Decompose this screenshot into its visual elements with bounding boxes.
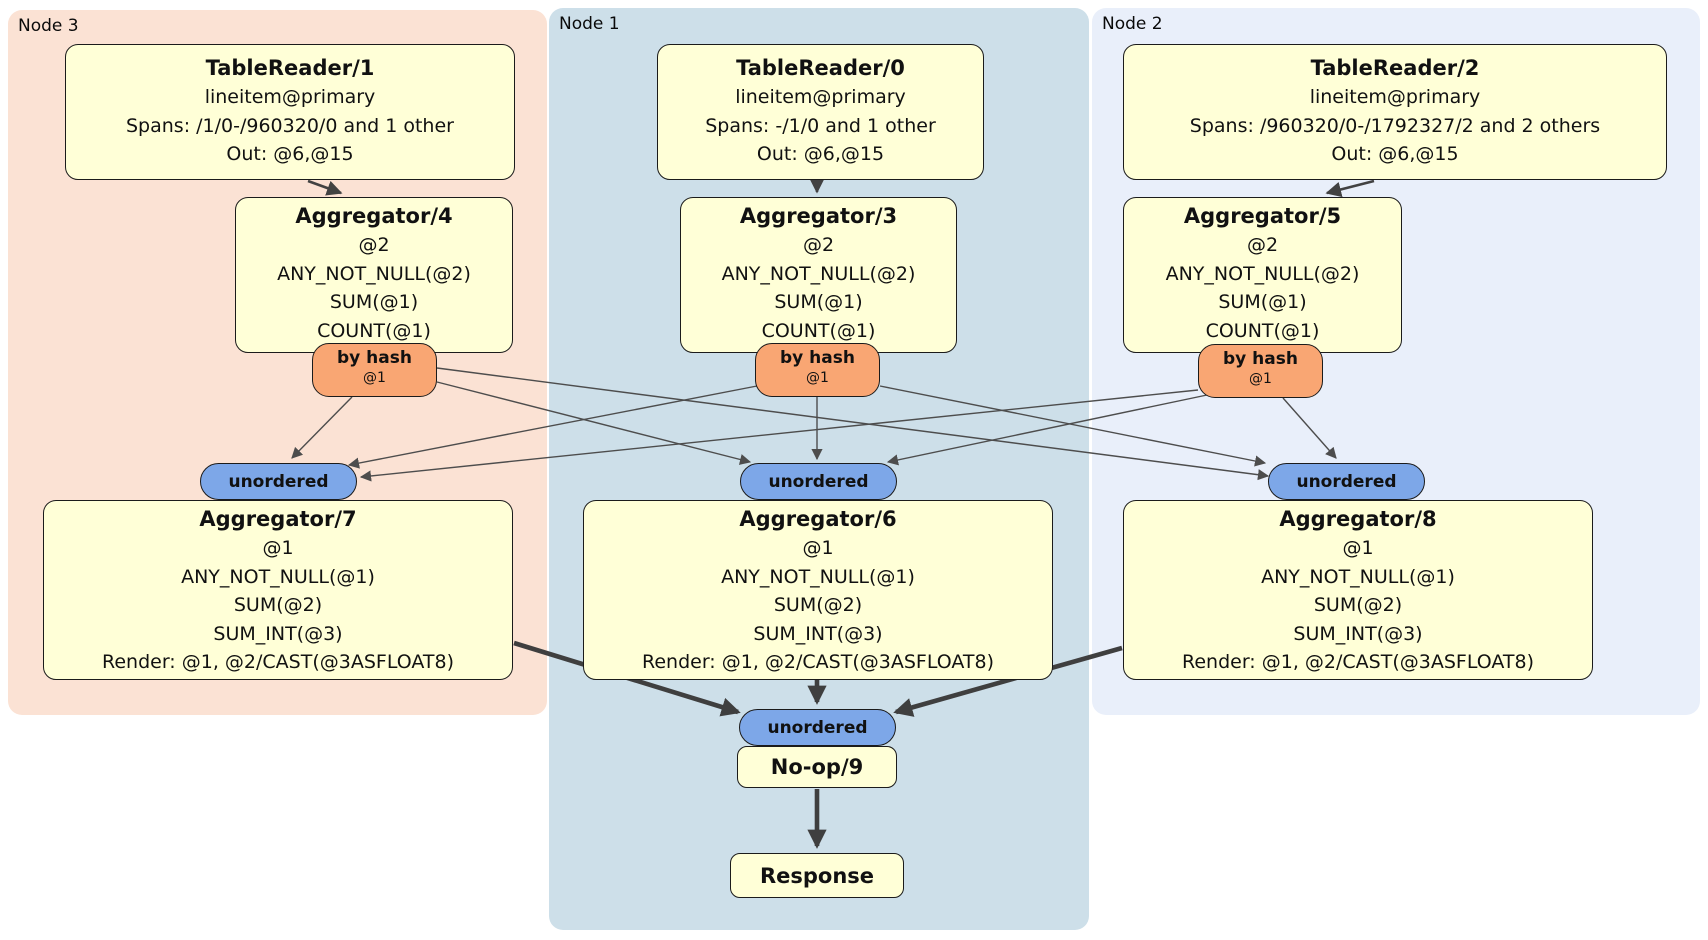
- edge-hash5-sync6: [886, 394, 1208, 466]
- edge-hash3-sync8: [879, 385, 1267, 467]
- by-hash-label: by hash: [1223, 349, 1298, 369]
- box-line: ANY_NOT_NULL(@2): [277, 262, 471, 285]
- tablereader-2-box: TableReader/2 lineitem@primary Spans: /9…: [1123, 44, 1667, 180]
- box-line: SUM(@1): [1218, 291, 1307, 313]
- aggregator-5-title: Aggregator/5: [1183, 204, 1342, 228]
- tablereader-2-title: TableReader/2: [1310, 56, 1480, 80]
- node2-label: Node 2: [1102, 14, 1163, 34]
- box-line: lineitem@primary: [735, 86, 906, 108]
- box-line: @1: [802, 537, 834, 559]
- box-line: @2: [1246, 234, 1279, 256]
- box-line: Spans: -/1/0 and 1 other: [705, 114, 936, 137]
- box-line: SUM(@2): [233, 594, 323, 616]
- tablereader-0-box: TableReader/0 lineitem@primary Spans: -/…: [657, 44, 984, 180]
- box-line: Render: @1, @2/CAST(@3ASFLOAT8): [642, 651, 994, 673]
- by-hash-detail: @1: [363, 370, 386, 386]
- box-line: SUM(@1): [774, 291, 863, 313]
- tablereader-1-box: TableReader/1 lineitem@primary Spans: /1…: [65, 44, 515, 180]
- tablereader-1-title: TableReader/1: [205, 56, 375, 80]
- unordered-sync-final: unordered: [739, 709, 896, 746]
- node1-label: Node 1: [559, 14, 620, 34]
- aggregator-4-box: Aggregator/4 @2 ANY_NOT_NULL(@2) SUM(@1)…: [235, 197, 513, 353]
- aggregator-8-title: Aggregator/8: [1279, 507, 1437, 531]
- box-line: ANY_NOT_NULL(@1): [721, 565, 915, 588]
- box-line: ANY_NOT_NULL(@2): [721, 262, 916, 285]
- aggregator-3-title: Aggregator/3: [739, 204, 898, 228]
- box-line: Spans: /1/0-/960320/0 and 1 other: [126, 114, 454, 137]
- aggregator-4-title: Aggregator/4: [295, 204, 453, 228]
- box-line: lineitem@primary: [1309, 86, 1481, 108]
- by-hash-label: by hash: [780, 348, 855, 368]
- node3-label: Node 3: [18, 16, 79, 36]
- unordered-sync-node3: unordered: [200, 463, 357, 500]
- by-hash-detail: @1: [1249, 371, 1272, 387]
- box-line: SUM_INT(@3): [753, 622, 883, 645]
- box-line: SUM(@2): [1313, 594, 1403, 616]
- aggregator-6-title: Aggregator/6: [739, 507, 897, 531]
- box-line: Out: @6,@15: [1331, 143, 1459, 165]
- by-hash-router-node1: by hash @1: [755, 343, 880, 397]
- box-line: SUM_INT(@3): [1293, 622, 1423, 645]
- edge-hash4-sync6: [436, 381, 752, 465]
- edge-hash5-sync8: [1282, 397, 1337, 459]
- box-line: Spans: /960320/0-/1792327/2 and 2 others: [1189, 114, 1601, 137]
- unordered-sync-node1: unordered: [740, 463, 897, 500]
- reader-to-aggregator-edges: [307, 177, 1375, 198]
- unordered-label: unordered: [768, 471, 869, 492]
- edge-hash4-sync8: [436, 367, 1270, 481]
- tablereader-0-title: TableReader/0: [736, 56, 905, 80]
- box-line: Render: @1, @2/CAST(@3ASFLOAT8): [102, 651, 454, 673]
- box-line: ANY_NOT_NULL(@2): [1165, 262, 1360, 285]
- box-line: @1: [1342, 537, 1374, 559]
- by-hash-router-node3: by hash @1: [312, 343, 437, 397]
- aggregator-5-box: Aggregator/5 @2 ANY_NOT_NULL(@2) SUM(@1)…: [1123, 197, 1402, 353]
- unordered-label: unordered: [228, 471, 329, 492]
- box-line: COUNT(@1): [761, 319, 876, 342]
- unordered-sync-node2: unordered: [1268, 463, 1425, 500]
- edge-agg8-syncfinal: [893, 645, 1123, 717]
- hash-route-edges: [291, 367, 1337, 482]
- box-line: Render: @1, @2/CAST(@3ASFLOAT8): [1182, 651, 1534, 673]
- by-hash-label: by hash: [337, 348, 412, 368]
- aggregator-8-box: Aggregator/8 @1 ANY_NOT_NULL(@1) SUM(@2)…: [1123, 500, 1593, 680]
- box-line: SUM(@2): [773, 594, 863, 616]
- box-line: Out: @6,@15: [756, 143, 885, 165]
- edge-hash4-sync7: [291, 396, 353, 459]
- edge-tr1-agg4: [307, 179, 343, 196]
- response-box: Response: [730, 853, 904, 898]
- edge-hash5-sync7: [359, 389, 1199, 482]
- edge-tr2-agg5: [1325, 179, 1375, 198]
- box-line: COUNT(@1): [317, 319, 431, 342]
- box-line: COUNT(@1): [1205, 319, 1320, 342]
- aggregator-6-box: Aggregator/6 @1 ANY_NOT_NULL(@1) SUM(@2)…: [583, 500, 1053, 680]
- edge-hash3-sync7: [347, 385, 758, 469]
- aggregator-7-box: Aggregator/7 @1 ANY_NOT_NULL(@1) SUM(@2)…: [43, 500, 513, 680]
- box-line: SUM_INT(@3): [213, 622, 343, 645]
- box-line: @2: [358, 234, 390, 256]
- response-title: Response: [759, 863, 875, 888]
- unordered-label: unordered: [1296, 471, 1397, 492]
- by-hash-detail: @1: [806, 370, 829, 386]
- by-hash-router-node2: by hash @1: [1198, 344, 1323, 398]
- box-line: lineitem@primary: [204, 86, 376, 108]
- box-line: ANY_NOT_NULL(@1): [181, 565, 375, 588]
- box-line: ANY_NOT_NULL(@1): [1261, 565, 1455, 588]
- aggregator-7-title: Aggregator/7: [199, 507, 357, 531]
- noop-9-title: No-op/9: [770, 755, 864, 779]
- box-line: @1: [262, 537, 294, 559]
- aggregator-3-box: Aggregator/3 @2 ANY_NOT_NULL(@2) SUM(@1)…: [680, 197, 957, 353]
- noop-9-box: No-op/9: [737, 746, 897, 788]
- box-line: SUM(@1): [329, 291, 419, 313]
- unordered-label: unordered: [767, 717, 868, 738]
- box-line: @2: [802, 234, 835, 256]
- box-line: Out: @6,@15: [226, 143, 354, 165]
